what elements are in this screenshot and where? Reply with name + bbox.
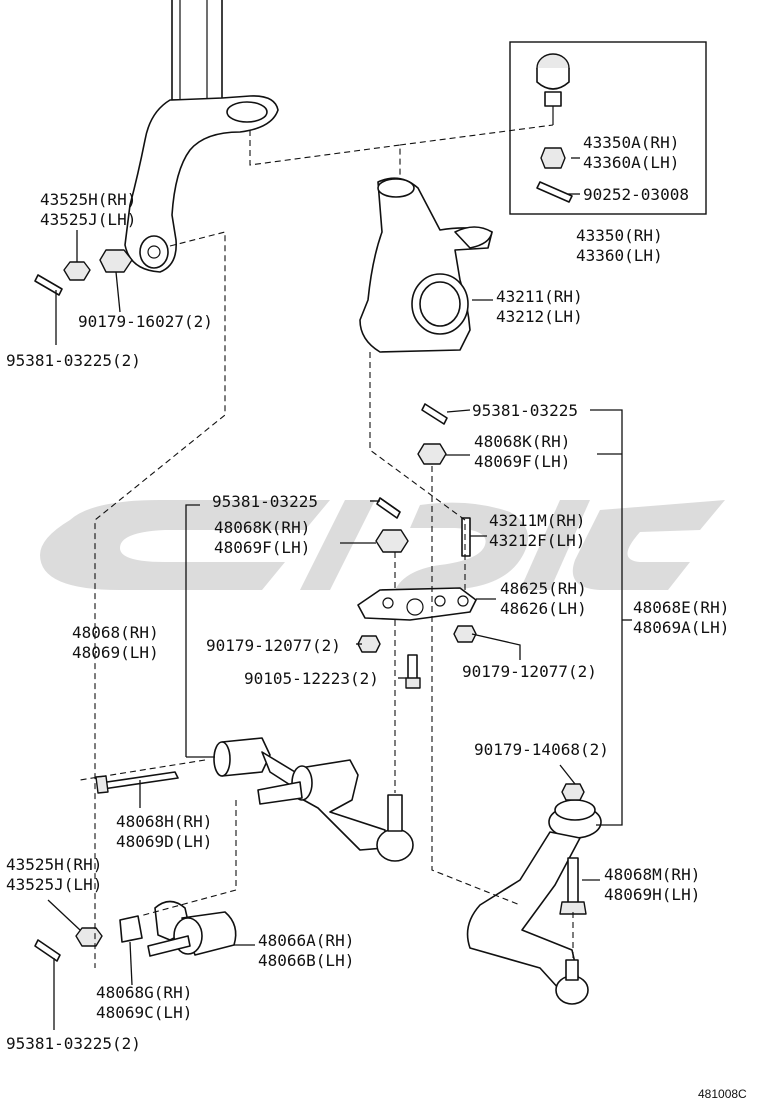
hardware-center	[357, 403, 477, 689]
callout-90252-03008: 90252-03008	[583, 185, 689, 204]
callout-48068: 48068(RH)48069(LH)	[72, 623, 159, 662]
callout-90105-12223: 90105-12223(2)	[244, 669, 379, 688]
steering-knuckle	[359, 177, 493, 353]
callout-43350: 43350(RH)43360(LH)	[576, 226, 663, 265]
strut-assembly	[124, 0, 279, 273]
callout-labels: 43350A(RH)43360A(LH) 90252-03008 43350(R…	[6, 133, 747, 1101]
callout-95381-bottom: 95381-03225(2)	[6, 1034, 141, 1053]
callout-48068K-mid: 48068K(RH)48069F(LH)	[214, 518, 310, 557]
cotter-pins	[379, 497, 401, 513]
dashed-relations	[79, 124, 574, 968]
callout-95381-top: 95381-03225(2)	[6, 351, 141, 370]
callout-48068K-right: 48068K(RH)48069F(LH)	[474, 432, 570, 471]
callout-48625: 48625(RH)48626(LH)	[500, 579, 587, 618]
lower-control-arm	[466, 783, 602, 1005]
callout-95381-right: 95381-03225	[472, 401, 578, 420]
watermark-logo	[40, 500, 725, 590]
callout-48068H: 48068H(RH)48069D(LH)	[116, 812, 212, 851]
callout-95381-mid: 95381-03225	[212, 492, 318, 511]
callout-43211M: 43211M(RH)43212F(LH)	[489, 511, 585, 550]
mounting-plate	[357, 587, 477, 621]
hardware-top-left	[34, 249, 133, 296]
callout-48068G: 48068G(RH)48069C(LH)	[96, 983, 192, 1022]
callout-90179-16027: 90179-16027(2)	[78, 312, 213, 331]
leader-lines	[47, 157, 632, 1030]
callout-43525H-bottom: 43525H(RH)43525J(LH)	[6, 855, 102, 894]
callout-43350A: 43350A(RH)43360A(LH)	[583, 133, 679, 172]
ball-joint-inset	[509, 41, 707, 215]
callout-90179-12077-left: 90179-12077(2)	[206, 636, 341, 655]
callout-48066A: 48066A(RH)48066B(LH)	[258, 931, 354, 970]
callout-43525H-top: 43525H(RH)43525J(LH)	[40, 190, 136, 229]
callout-48068M: 48068M(RH)48069H(LH)	[604, 865, 700, 904]
stabilizer-link	[34, 900, 237, 962]
figure-number: 481008C	[698, 1087, 747, 1101]
callout-48068E: 48068E(RH)48069A(LH)	[633, 598, 729, 637]
callout-90179-14068: 90179-14068(2)	[474, 740, 609, 759]
upper-control-arm	[95, 737, 414, 862]
callout-90179-12077-right: 90179-12077(2)	[462, 662, 597, 681]
callout-43211: 43211(RH)43212(LH)	[496, 287, 583, 326]
